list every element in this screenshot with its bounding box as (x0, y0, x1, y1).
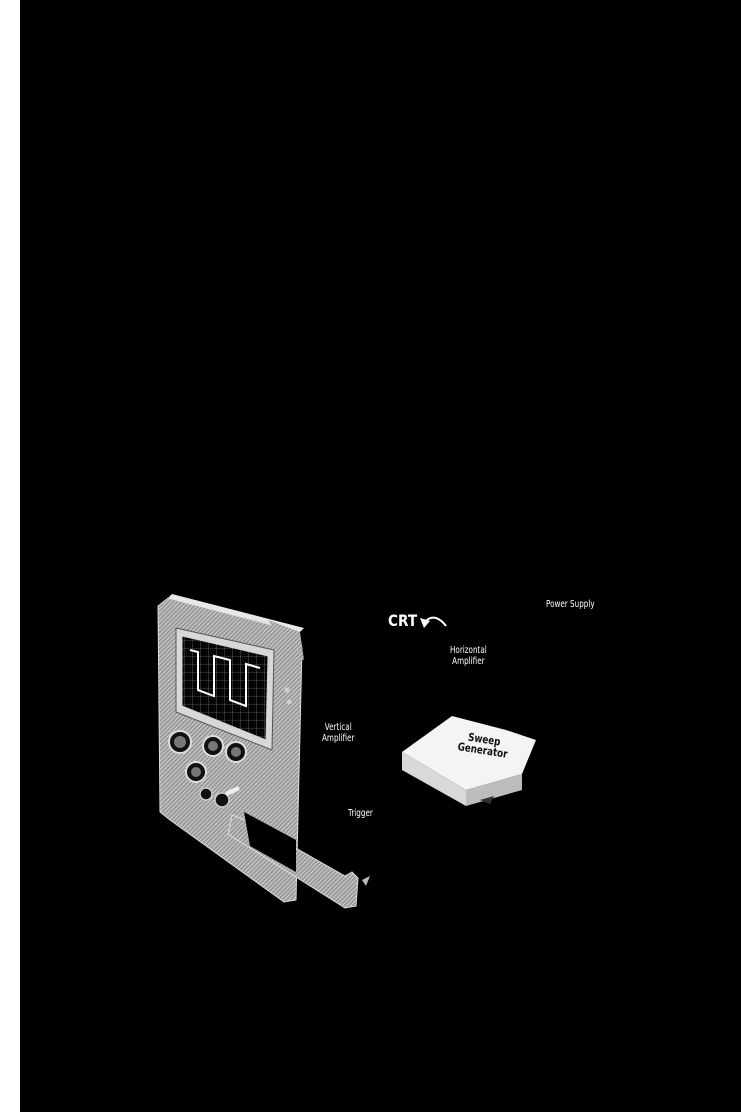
vertical-amplifier-label: Vertical Amplifier (322, 722, 354, 744)
connector-mark (362, 876, 370, 886)
trigger-label: Trigger (348, 808, 373, 819)
indicator-dot (284, 687, 290, 693)
indicator-dot (286, 699, 292, 705)
horizontal-amplifier-line-2: Amplifier (452, 656, 485, 667)
horizontal-amplifier-label: Horizontal Amplifier (450, 645, 487, 667)
power-supply-label: Power Supply (546, 599, 595, 610)
horizontal-amplifier-line-1: Horizontal (450, 645, 487, 656)
sweep-generator-block (402, 716, 536, 806)
arrowhead (420, 618, 430, 628)
crt-label: CRT (388, 611, 418, 630)
vertical-amplifier-line-1: Vertical (324, 722, 352, 733)
vertical-amplifier-line-2: Amplifier (322, 733, 355, 744)
control-knobs (168, 730, 247, 808)
crt-screen (175, 627, 275, 751)
dark-background (20, 0, 741, 1112)
